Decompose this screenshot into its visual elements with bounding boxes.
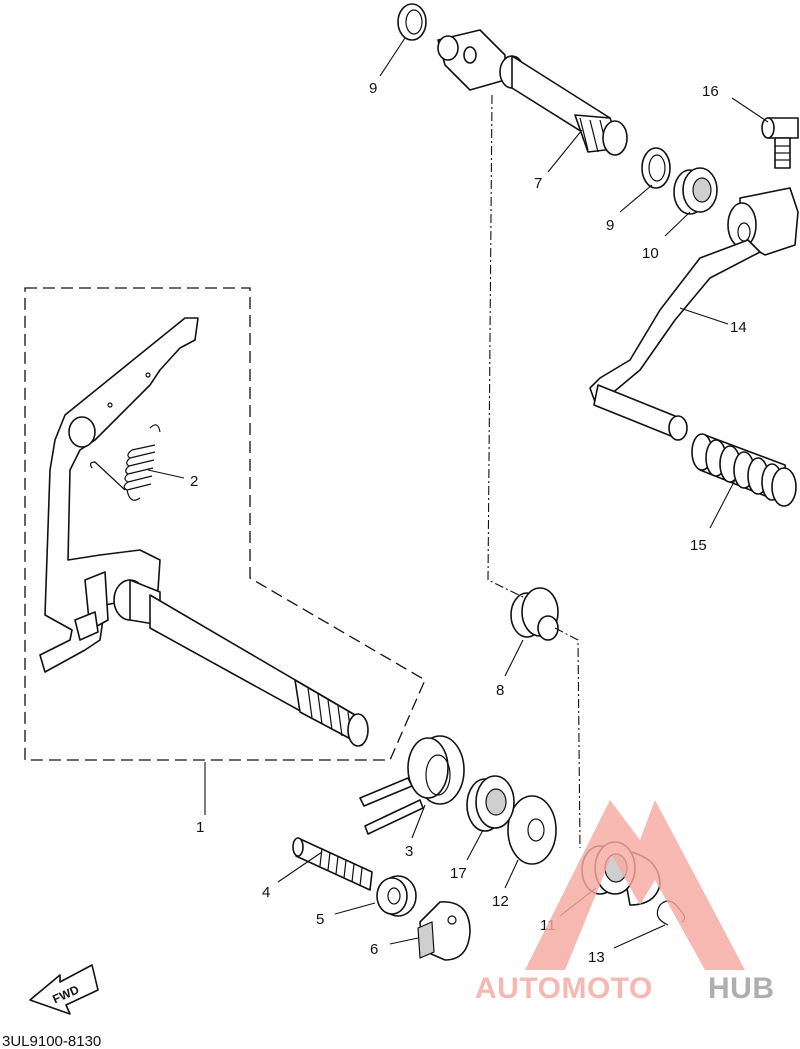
part-17-oil-seal [466, 775, 515, 832]
part-7-shaft [437, 29, 628, 156]
callout-14: 14 [730, 319, 747, 336]
part-9-washer-top [397, 3, 427, 41]
part-16-bolt [761, 117, 799, 169]
callout-17: 17 [450, 865, 467, 882]
callout-8: 8 [496, 682, 504, 699]
callout-2: 2 [190, 473, 198, 490]
automotohub-watermark: AUTOMOTO HUB [475, 800, 775, 1005]
part-2-spring [89, 424, 161, 501]
callout-3: 3 [405, 843, 413, 860]
watermark-text-secondary: HUB [708, 972, 775, 1005]
part-4-stud-bolt [292, 837, 373, 891]
callout-13: 13 [588, 949, 605, 966]
watermark-mountain-logo [525, 800, 745, 970]
assembly-centerline-lower [554, 627, 581, 849]
callout-5: 5 [316, 911, 324, 928]
part-1-shift-shaft-assembly [39, 317, 369, 747]
part-12-washer [507, 795, 557, 865]
part-15-pedal-rubber [691, 433, 797, 507]
part-6-stopper-lever [417, 901, 471, 961]
part-14-shift-pedal [589, 187, 799, 441]
callout-12: 12 [492, 893, 509, 910]
callout-9-top: 9 [369, 80, 377, 97]
callout-10: 10 [642, 245, 659, 262]
part-8-bushing [510, 587, 559, 641]
drawing-code: 3UL9100-8130 [2, 1033, 101, 1049]
part-10-oil-seal [673, 167, 718, 215]
callout-9: 9 [606, 217, 614, 234]
callout-4: 4 [262, 884, 270, 901]
assembly-centerline [487, 94, 526, 599]
part-9-washer [641, 147, 671, 189]
callout-16: 16 [702, 83, 719, 100]
forward-direction-arrow: FWD [29, 964, 99, 1015]
part-3-torsion-spring [359, 735, 465, 835]
watermark-text-primary: AUTOMOTO [475, 972, 653, 1005]
part-5-nut [376, 875, 417, 917]
callout-1: 1 [196, 819, 204, 836]
leader-lines [147, 37, 769, 949]
shift-shaft-assembly-boundary [24, 287, 426, 761]
callout-15: 15 [690, 537, 707, 554]
callout-7: 7 [534, 175, 542, 192]
callout-6: 6 [370, 941, 378, 958]
